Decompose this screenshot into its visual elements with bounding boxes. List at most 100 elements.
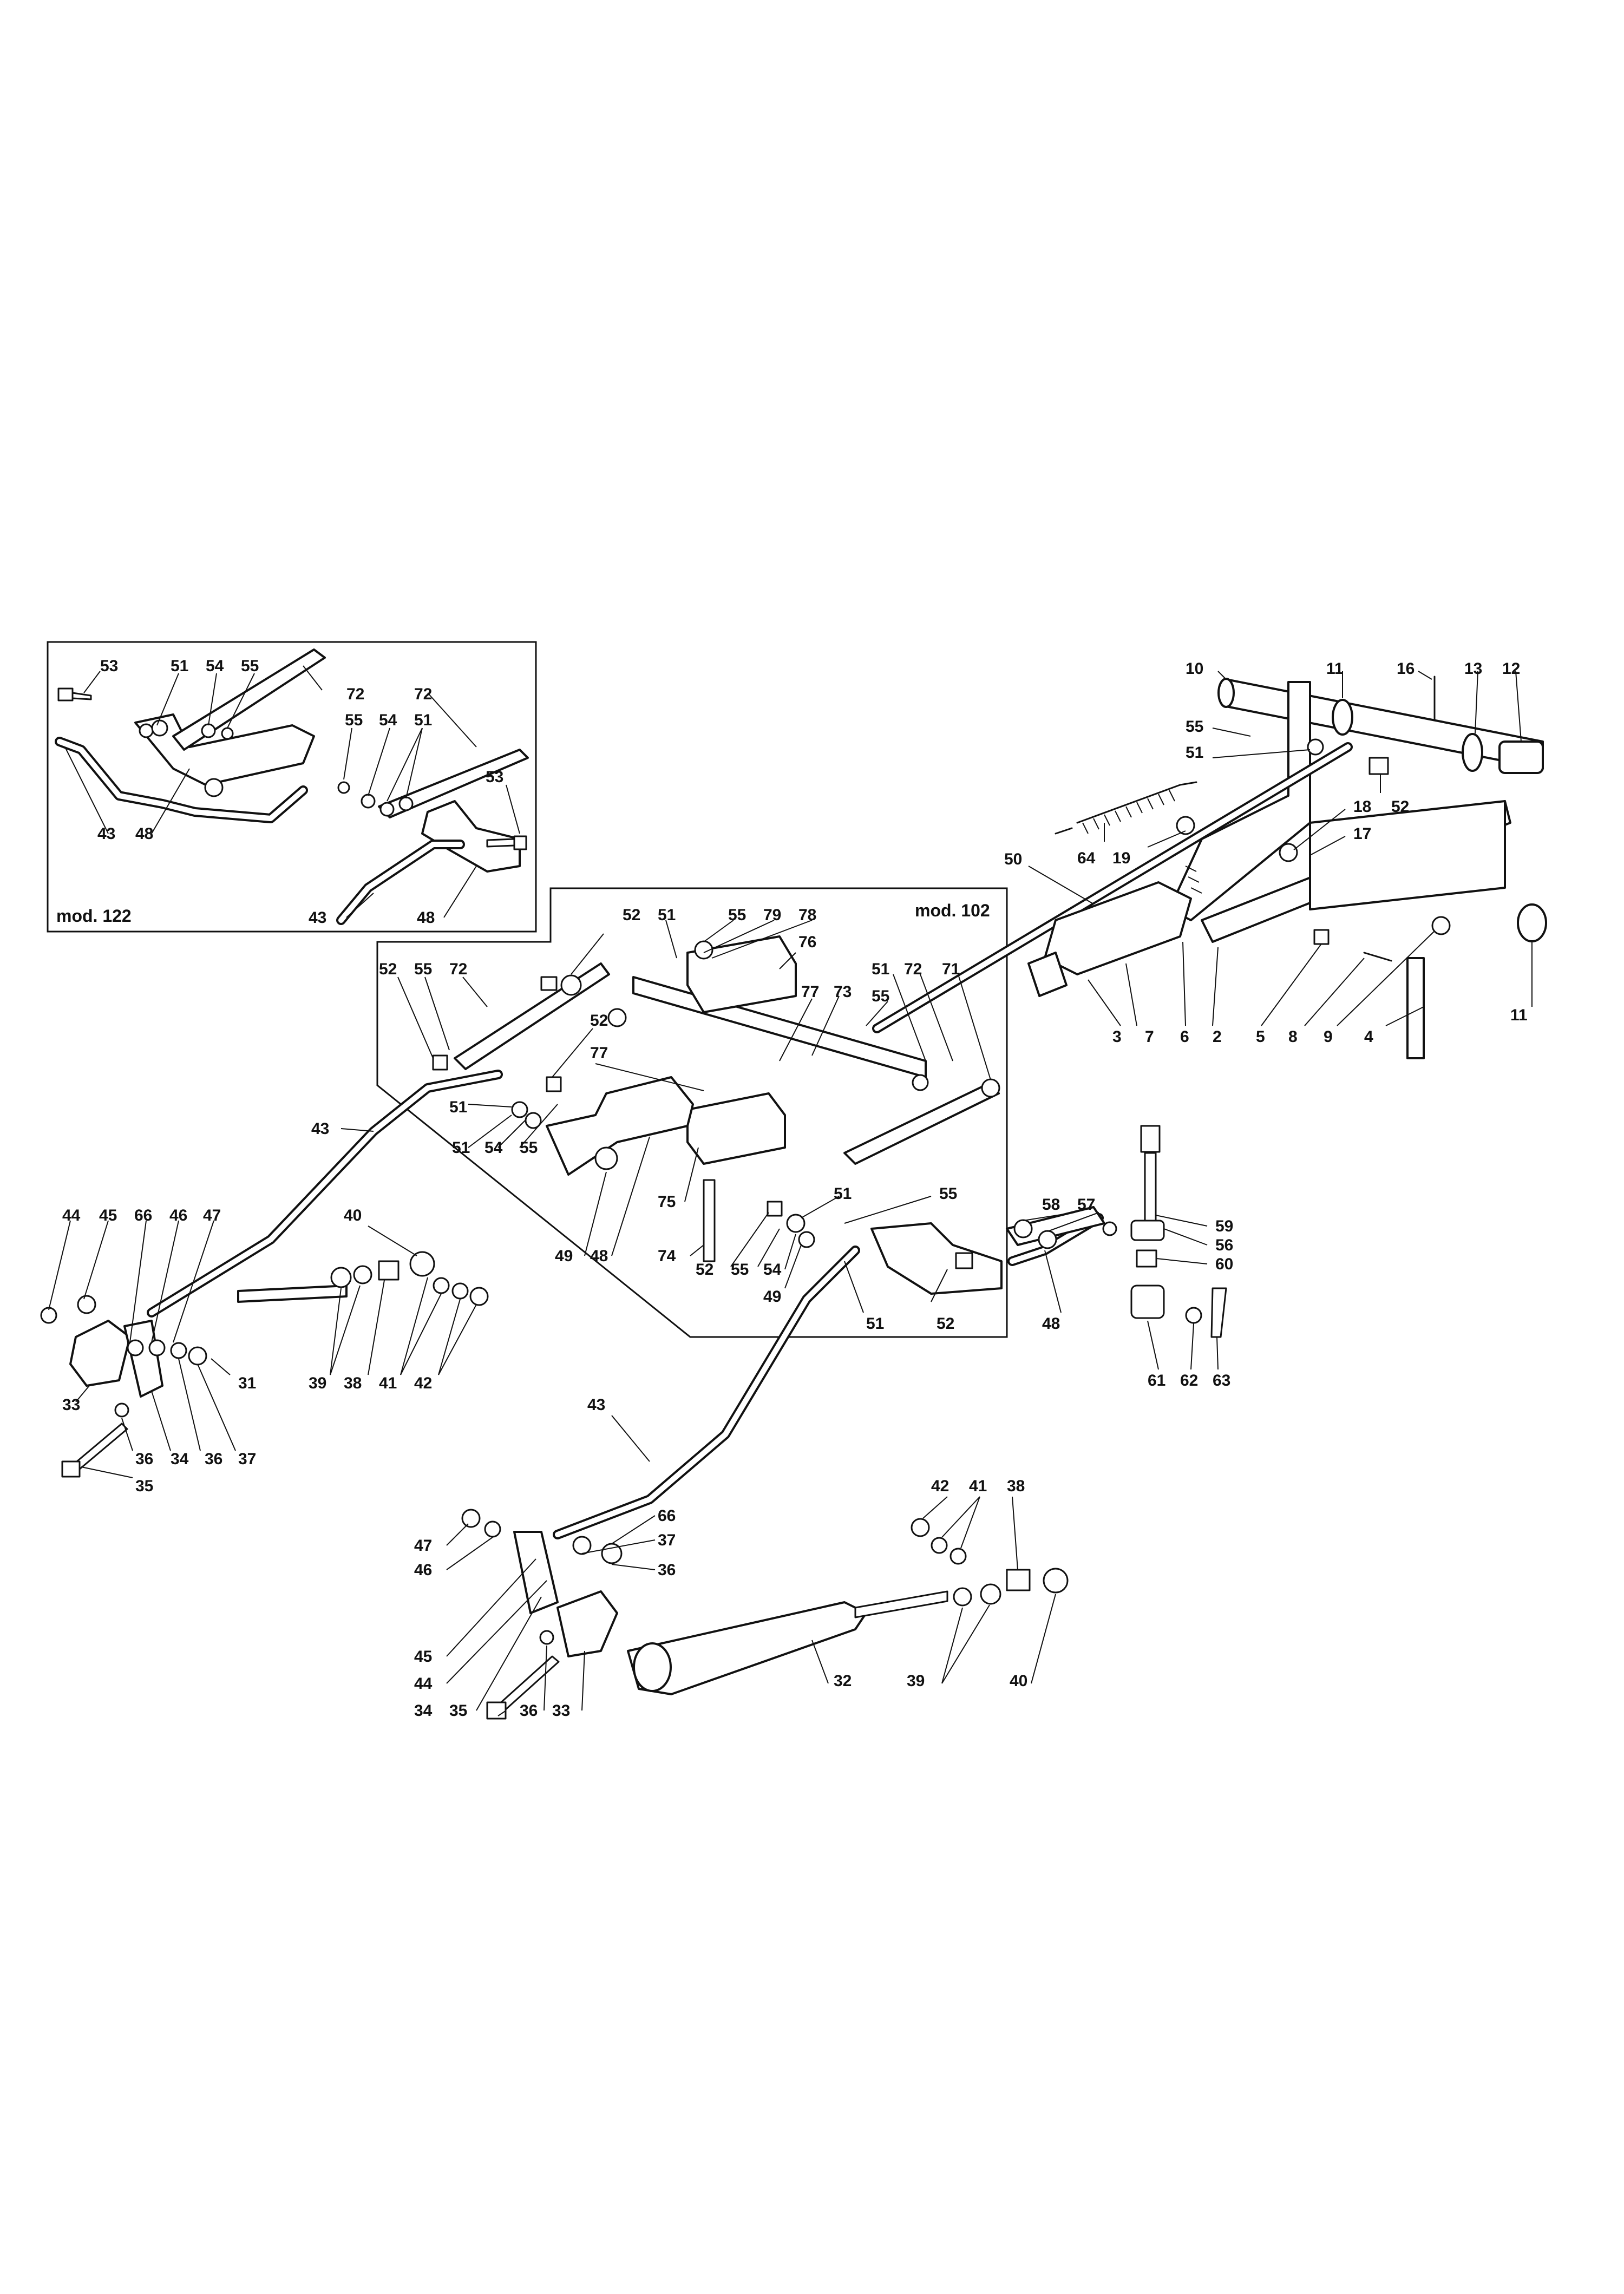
nut-19 — [1176, 816, 1195, 835]
callout-18: 18 — [1353, 798, 1371, 816]
callout-55-a: 55 — [241, 657, 259, 675]
callout-72-a: 72 — [346, 685, 364, 703]
inset-mod-122-frame — [47, 641, 537, 933]
arm-32 — [627, 1601, 867, 1695]
callout-39-b: 39 — [907, 1672, 925, 1690]
callout-11-a: 11 — [1326, 660, 1344, 678]
callout-71: 71 — [942, 960, 960, 978]
pedal-end-3 — [1027, 952, 1068, 997]
bracket-48-inner-right — [870, 1222, 1003, 1295]
callout-38-b: 38 — [1007, 1477, 1025, 1495]
callout-53-a: 53 — [100, 657, 118, 675]
callout-54-d: 54 — [763, 1261, 782, 1279]
bottom-clevis-assembly — [461, 1509, 1069, 1720]
collar-13 — [1462, 733, 1483, 772]
inset-mod-122: mod. 122 — [47, 641, 537, 933]
callout-52-b: 52 — [623, 906, 640, 924]
callout-4: 4 — [1364, 1028, 1373, 1046]
pedal-assembly — [872, 676, 1547, 1059]
callout-32: 32 — [834, 1672, 852, 1690]
mod122-parts — [55, 648, 529, 925]
arm-32-eye — [633, 1642, 672, 1692]
nut-60 — [1136, 1249, 1157, 1268]
callout-55-i: 55 — [731, 1261, 749, 1279]
callout-63: 63 — [1213, 1372, 1230, 1389]
pedal-pad-7 — [1044, 881, 1192, 975]
pivot-33-bottom — [556, 1590, 618, 1657]
callout-10: 10 — [1186, 660, 1203, 678]
bracket-4 — [1406, 957, 1425, 1059]
callout-75: 75 — [658, 1193, 676, 1211]
callout-51-b: 51 — [414, 711, 432, 729]
callout-16: 16 — [1397, 660, 1415, 678]
callout-46-a: 46 — [169, 1207, 187, 1224]
callout-43-d: 43 — [587, 1396, 605, 1414]
bolt-18 — [1279, 843, 1298, 862]
right-small-parts — [1006, 1125, 1227, 1338]
callout-9: 9 — [1324, 1028, 1333, 1046]
callout-77-b: 77 — [590, 1044, 608, 1062]
callout-64: 64 — [1077, 849, 1096, 867]
callout-33-b: 33 — [552, 1702, 570, 1720]
callout-3: 3 — [1112, 1028, 1122, 1046]
tie-rod-31 — [237, 1284, 348, 1303]
bracket-75 — [686, 1092, 786, 1165]
callout-48-b: 48 — [417, 909, 435, 927]
callout-59: 59 — [1215, 1217, 1233, 1235]
callout-72-c: 72 — [449, 960, 467, 978]
callout-51-a: 51 — [171, 657, 188, 675]
inset-mod-102-frame — [376, 887, 1008, 1338]
callout-66-b: 66 — [658, 1507, 676, 1525]
callout-48-c: 48 — [590, 1247, 608, 1265]
callout-12: 12 — [1502, 660, 1520, 678]
washer-62 — [1185, 1307, 1202, 1324]
block-56 — [1130, 1220, 1165, 1241]
bushing-11 — [1332, 699, 1353, 736]
callout-13: 13 — [1464, 660, 1482, 678]
callout-48-a: 48 — [135, 825, 153, 843]
callout-55-b: 55 — [345, 711, 363, 729]
callout-43-c: 43 — [311, 1120, 329, 1138]
callout-76: 76 — [798, 933, 816, 951]
callout-60: 60 — [1215, 1255, 1233, 1273]
callout-77-a: 77 — [801, 983, 819, 1001]
bolt-52-upper — [1368, 757, 1389, 775]
left-clevis-assembly — [40, 1251, 489, 1478]
callout-51-e: 51 — [872, 960, 889, 978]
callout-78: 78 — [798, 906, 816, 924]
callout-55-c: 55 — [1186, 718, 1203, 736]
shaft-12 — [1225, 678, 1544, 770]
callout-11-b: 11 — [1510, 1006, 1528, 1024]
callout-52-a: 52 — [1391, 798, 1409, 816]
bushing-10 — [1217, 678, 1235, 708]
callout-36-a: 36 — [135, 1450, 153, 1468]
callout-41-a: 41 — [379, 1374, 397, 1392]
callout-48-d: 48 — [1042, 1315, 1060, 1333]
lever-17 — [1309, 800, 1506, 910]
callout-8: 8 — [1288, 1028, 1298, 1046]
callout-39-a: 39 — [309, 1374, 326, 1392]
callout-79: 79 — [763, 906, 781, 924]
bracket-48-mid — [546, 1076, 694, 1176]
callout-72-d: 72 — [904, 960, 922, 978]
inset-mod-122-title: mod. 122 — [56, 906, 132, 926]
callout-62: 62 — [1180, 1372, 1198, 1389]
plate-34-left — [123, 1320, 163, 1398]
pivot-61 — [1130, 1284, 1165, 1319]
callout-46-b: 46 — [414, 1561, 432, 1579]
callout-47-a: 47 — [203, 1207, 221, 1224]
clip-63 — [1210, 1287, 1227, 1338]
callout-34-b: 34 — [414, 1702, 433, 1720]
callout-51-f: 51 — [449, 1098, 467, 1116]
callout-51-i: 51 — [866, 1315, 884, 1333]
callout-44-a: 44 — [62, 1207, 81, 1224]
bushing-12 — [1498, 740, 1544, 774]
callout-74: 74 — [658, 1247, 676, 1265]
callout-50: 50 — [1004, 850, 1022, 868]
bracket-76 — [686, 935, 797, 1013]
rods-43 — [147, 1070, 1104, 1539]
callout-7: 7 — [1145, 1028, 1154, 1046]
callout-43-a: 43 — [97, 825, 115, 843]
callout-41-b: 41 — [969, 1477, 987, 1495]
